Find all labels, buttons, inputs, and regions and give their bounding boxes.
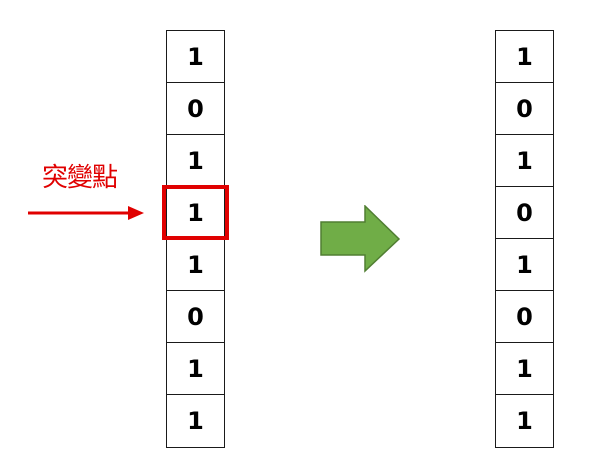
bit-cell: 1 xyxy=(167,31,224,83)
bit-cell: 0 xyxy=(167,291,224,343)
bit-cell-mutated: 0 xyxy=(496,187,553,239)
original-bit-column: 1 0 1 1 1 0 1 1 xyxy=(166,30,225,448)
bit-cell: 1 xyxy=(496,31,553,83)
bit-cell: 1 xyxy=(167,135,224,187)
bit-cell: 0 xyxy=(496,291,553,343)
bit-cell: 1 xyxy=(516,407,533,435)
bit-cell: 1 xyxy=(496,135,553,187)
bit-cell: 1 xyxy=(496,239,553,291)
bit-cell: 1 xyxy=(167,239,224,291)
bit-cell-mutation: 1 xyxy=(167,187,224,239)
mutated-bit-column: 1 0 1 0 1 0 1 1 xyxy=(495,30,554,448)
bit-cell: 1 xyxy=(187,407,204,435)
bit-cell: 1 xyxy=(167,343,224,395)
mutation-point-label: 突變點 xyxy=(42,163,118,193)
bit-cell: 1 xyxy=(496,343,553,395)
bit-cell: 0 xyxy=(167,83,224,135)
bit-cell: 0 xyxy=(496,83,553,135)
transform-arrow-icon xyxy=(320,205,401,273)
mutation-pointer-arrow-icon xyxy=(28,206,144,220)
